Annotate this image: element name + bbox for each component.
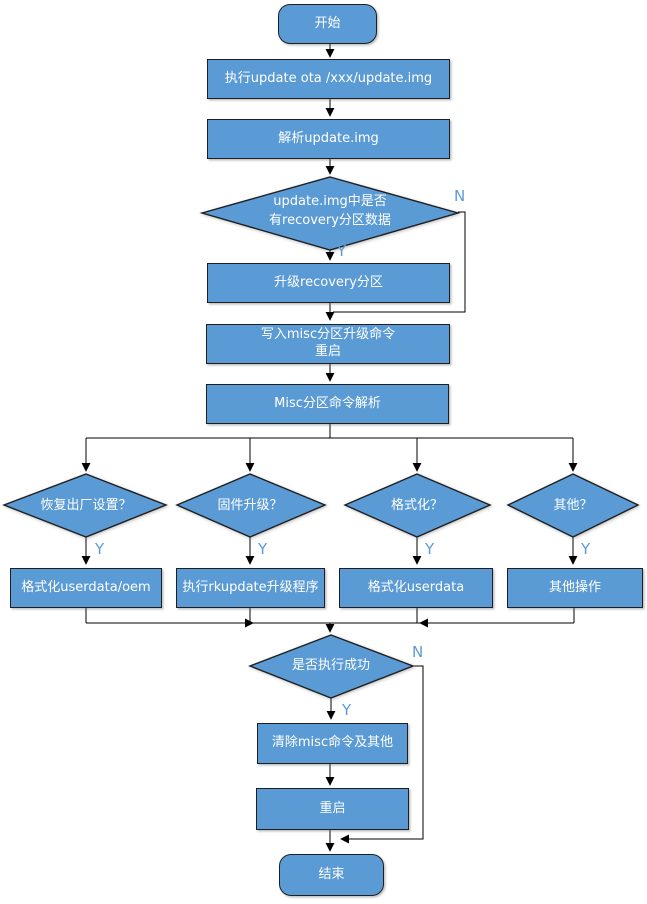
node-start: 开始	[278, 4, 377, 44]
node-upgrade-recovery-label: 升级recovery分区	[274, 274, 383, 290]
node-parse-update-label: 解析update.img	[278, 130, 379, 146]
diamond-firmware-upgrade	[175, 473, 327, 538]
edge-label-yes-recovery: Y	[337, 242, 347, 260]
edge-label-no-success: N	[412, 643, 424, 661]
node-end: 结束	[279, 854, 384, 896]
node-write-misc: 写入misc分区升级命令 重启	[206, 324, 450, 364]
node-other-action: 其他操作	[507, 568, 643, 608]
node-misc-parse-label: Misc分区命令解析	[274, 395, 381, 411]
node-run-rkupdate: 执行rkupdate升级程序	[176, 568, 325, 608]
node-run-rkupdate-label: 执行rkupdate升级程序	[182, 579, 319, 595]
node-clear-misc-label: 清除misc命令及其他	[271, 735, 394, 751]
diamond-success-check	[248, 634, 415, 699]
diamond-format	[343, 473, 492, 538]
node-upgrade-recovery: 升级recovery分区	[207, 263, 450, 303]
node-exec-update-label: 执行update ota /xxx/update.img	[224, 70, 433, 86]
node-end-label: 结束	[318, 866, 345, 882]
node-misc-parse: Misc分区命令解析	[206, 384, 449, 424]
node-format-userdata-oem-label: 格式化userdata/oem	[21, 579, 151, 595]
edge-label-yes-success: Y	[342, 701, 352, 719]
node-other-action-label: 其他操作	[548, 579, 601, 595]
node-format-userdata: 格式化userdata	[339, 568, 493, 608]
diamond-recovery-check	[199, 176, 461, 251]
node-reboot: 重启	[256, 788, 409, 830]
edge-label-yes-other: Y	[581, 540, 591, 558]
node-reboot-label: 重启	[319, 800, 346, 816]
diamond-factory-reset	[2, 473, 168, 538]
node-format-userdata-oem: 格式化userdata/oem	[10, 568, 162, 608]
node-clear-misc: 清除misc命令及其他	[257, 723, 408, 764]
node-parse-update: 解析update.img	[207, 119, 450, 159]
node-write-misc-label-line2: 重启	[314, 344, 341, 359]
edge-label-yes-format: Y	[425, 540, 435, 558]
diamond-other	[506, 473, 640, 538]
edge-label-yes-factory: Y	[95, 540, 105, 558]
edge-recovery-check-no	[333, 211, 466, 313]
edge-success-no	[340, 665, 424, 844]
node-exec-update: 执行update ota /xxx/update.img	[207, 59, 450, 99]
node-start-label: 开始	[314, 15, 341, 31]
edge-label-yes-firmware: Y	[258, 540, 268, 558]
edge-label-no-recovery: N	[454, 187, 466, 205]
node-write-misc-label-line1: 写入misc分区升级命令	[260, 327, 396, 343]
node-format-userdata-label: 格式化userdata	[367, 579, 465, 595]
